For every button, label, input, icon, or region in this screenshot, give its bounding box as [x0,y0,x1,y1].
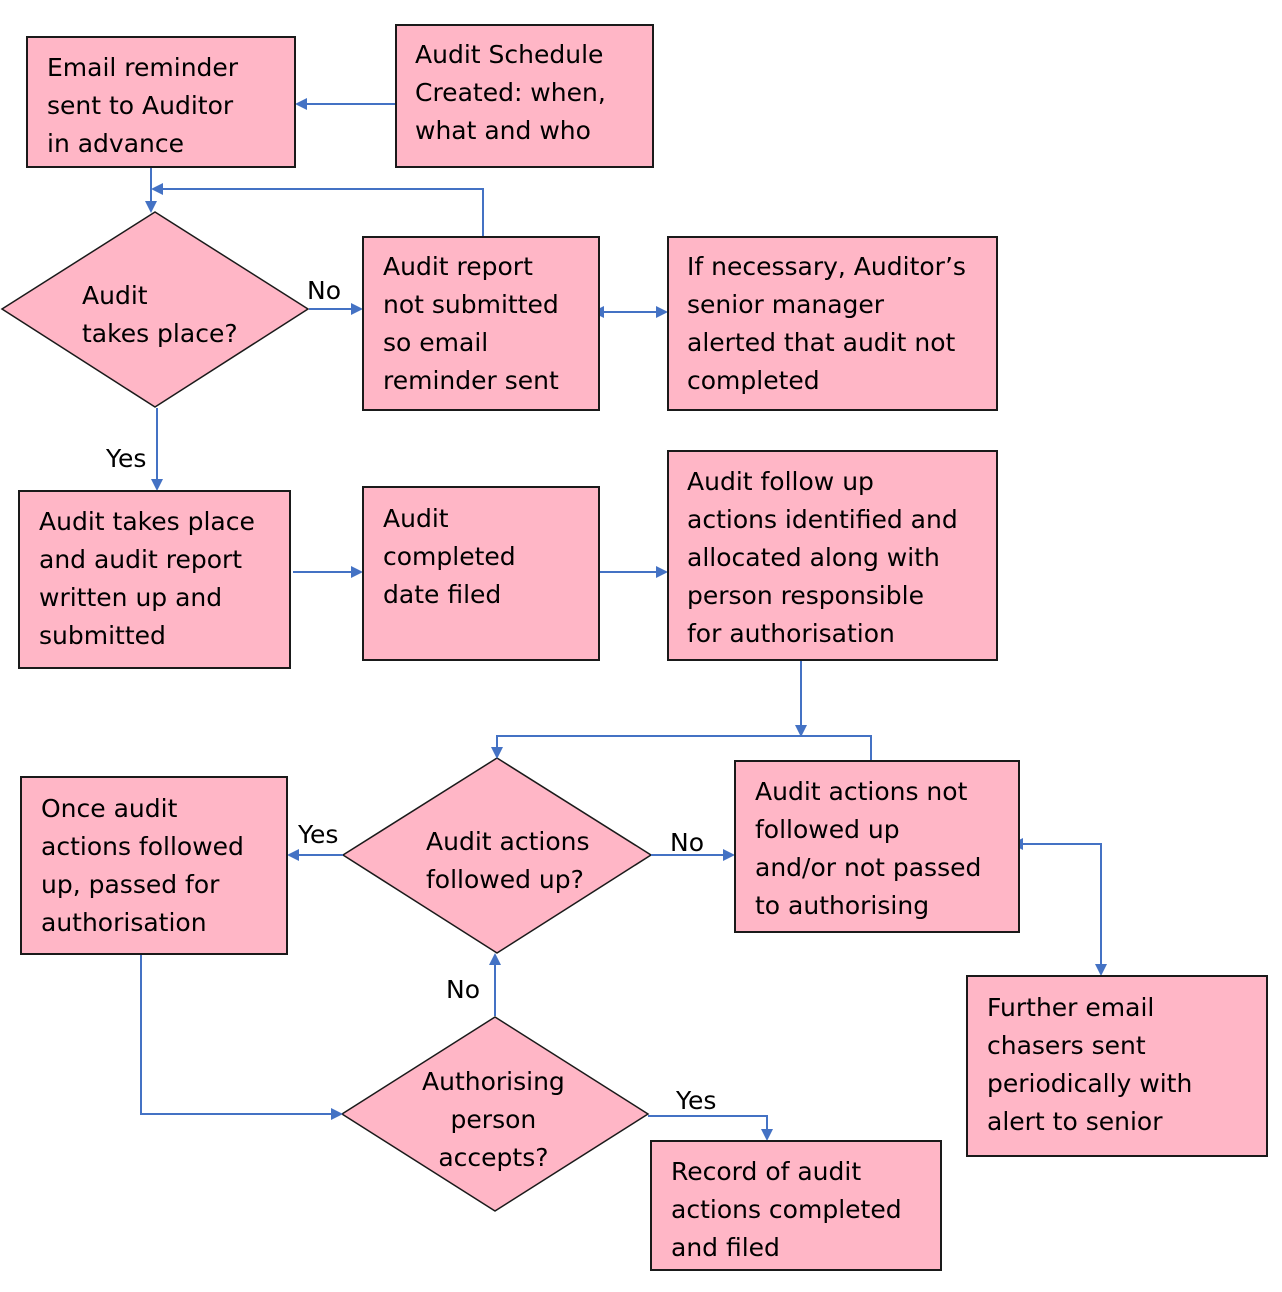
label-no-audit-not-taking-place: No [307,276,341,305]
box-audit-takes-place: Audit takes place and audit report writt… [18,490,291,669]
label-yes-accepted: Yes [676,1086,717,1115]
box-report-not-submitted-text: Audit report not submitted so email remi… [383,252,559,395]
box-passed-for-authorisation-text: Once audit actions followed up, passed f… [41,794,244,937]
box-senior-manager-alert-text: If necessary, Auditor’s senior manager a… [687,252,966,395]
arrow-passed-to-authorising [140,955,343,1120]
box-email-reminder: Email reminder sent to Auditor in advanc… [26,36,296,168]
box-audit-takes-place-text: Audit takes place and audit report writt… [39,507,255,650]
box-audit-schedule-text: Audit Schedule Created: when, what and w… [415,40,606,145]
box-senior-manager-alert: If necessary, Auditor’s senior manager a… [667,236,998,411]
box-report-not-submitted: Audit report not submitted so email remi… [362,236,600,411]
box-actions-not-followed: Audit actions not followed up and/or not… [734,760,1020,933]
box-further-chasers: Further email chasers sent periodically … [966,975,1268,1157]
decision-authorising-accepts-text: Authorising person accepts? [422,1067,565,1172]
box-follow-up-actions-text: Audit follow up actions identified and a… [687,467,958,648]
arrow-report-not-submitted-loop [151,183,484,236]
arrow-chasers-bidirectional [1011,838,1107,976]
box-further-chasers-text: Further email chasers sent periodically … [987,993,1193,1136]
decision-audit-takes-place-text: Audit takes place? [82,281,238,348]
label-no-actions-not-followed: No [670,828,704,857]
box-completed-date-filed-text: Audit completed date filed [383,504,516,609]
label-yes-actions-followed: Yes [298,820,339,849]
box-actions-not-followed-text: Audit actions not followed up and/or not… [755,777,982,920]
box-record-completed: Record of audit actions completed and fi… [650,1140,942,1271]
box-passed-for-authorisation: Once audit actions followed up, passed f… [20,776,288,955]
label-yes-audit-takes-place: Yes [106,444,147,473]
box-record-completed-text: Record of audit actions completed and fi… [671,1157,902,1262]
label-no-not-accepted: No [446,975,480,1004]
box-follow-up-actions: Audit follow up actions identified and a… [667,450,998,661]
arrow-not-followed-loop [491,735,872,760]
box-completed-date-filed: Audit completed date filed [362,486,600,661]
decision-diamond-authorising-accepts [340,1016,650,1212]
box-audit-schedule: Audit Schedule Created: when, what and w… [395,24,654,168]
decision-diamond-audit-takes-place [0,211,310,408]
decision-actions-followed-text: Audit actions followed up? [426,827,590,894]
box-email-reminder-text: Email reminder sent to Auditor in advanc… [47,53,239,158]
arrow-authorising-yes-to-record [648,1115,773,1141]
